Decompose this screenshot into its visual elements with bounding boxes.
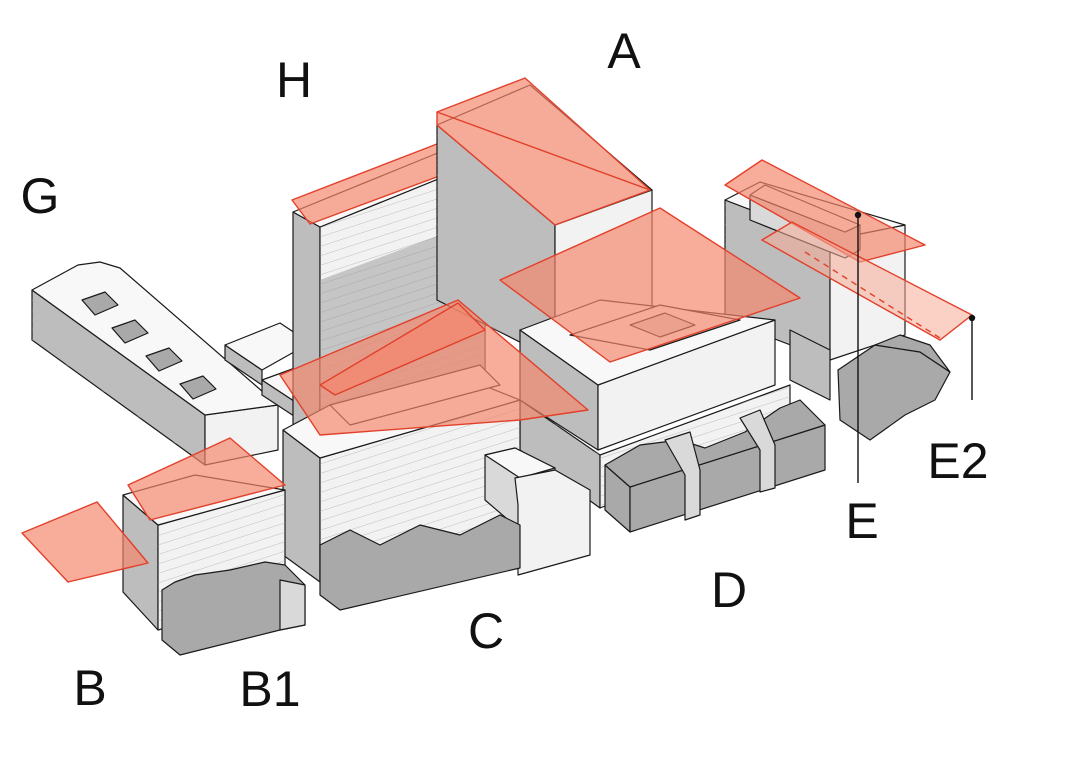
label-c: C: [468, 603, 504, 659]
label-h: H: [276, 52, 312, 108]
leader-e-dot: [854, 211, 862, 219]
label-d: D: [711, 562, 747, 618]
building-c: [279, 299, 591, 611]
label-b1: B1: [239, 661, 300, 717]
building-a: [436, 77, 653, 361]
building-d: [499, 207, 826, 533]
label-g: G: [21, 168, 60, 224]
leader-e2-dot: [968, 314, 976, 322]
building-g: [31, 261, 279, 466]
label-b: B: [73, 660, 106, 716]
leader-e: [854, 211, 862, 483]
label-e: E: [845, 493, 878, 549]
building-b: [21, 437, 306, 656]
label-e2: E2: [927, 433, 988, 489]
leader-e2: [968, 314, 976, 400]
label-a: A: [607, 23, 641, 79]
